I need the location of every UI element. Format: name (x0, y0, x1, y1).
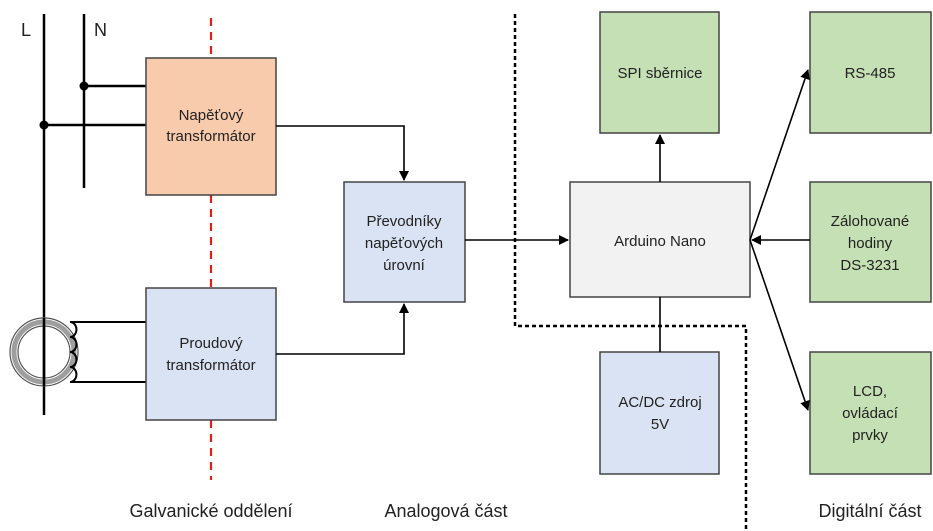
lcd-controls-line2: ovládací (842, 405, 899, 422)
line-label-l: L (21, 20, 31, 40)
mains-lines (42, 14, 146, 415)
block-arduino-nano: Arduino Nano (569, 181, 751, 298)
analog-digital-boundary (513, 14, 748, 531)
label-galvanic-isolation: Galvanické oddělení (129, 501, 292, 521)
block-backup-clock: Zálohované hodiny DS-3231 (809, 181, 932, 303)
junction-dot-n (79, 81, 89, 91)
arrow-arduino-to-lcd (749, 239, 810, 411)
ct-coil (69, 321, 146, 383)
arrow-current-to-converters (276, 303, 409, 355)
power-supply-line2: 5V (651, 416, 669, 433)
level-converters-line1: Převodníky (366, 213, 442, 230)
arduino-label: Arduino Nano (614, 233, 706, 250)
backup-clock-line3: DS-3231 (840, 257, 899, 274)
power-supply-line1: AC/DC zdroj (618, 394, 701, 411)
arrow-voltage-to-converters (276, 125, 409, 181)
backup-clock-line2: hodiny (848, 235, 893, 252)
backup-clock-line1: Zálohované (831, 213, 909, 230)
block-voltage-transformer: Napěťový transformátor (145, 57, 277, 196)
level-converters-line3: úrovní (383, 257, 426, 274)
block-current-transformer: Proudový transformátor (145, 287, 277, 421)
spi-bus-label: SPI sběrnice (617, 65, 702, 82)
current-transformer-line1: Proudový (179, 335, 243, 352)
label-digital-part: Digitální část (818, 501, 921, 521)
rs485-label: RS-485 (845, 65, 896, 82)
current-transformer-line2: transformátor (166, 357, 255, 374)
level-converters-line2: napěťových (365, 235, 443, 252)
lcd-controls-line1: LCD, (853, 383, 887, 400)
arrow-arduino-to-rs485 (749, 69, 810, 241)
block-power-supply: AC/DC zdroj 5V (599, 351, 720, 475)
junction-dot-l (39, 120, 49, 130)
block-spi-bus: SPI sběrnice (599, 11, 720, 134)
block-rs485: RS-485 (809, 11, 932, 134)
voltage-transformer-line1: Napěťový (179, 107, 244, 124)
block-level-converters: Převodníky napěťových úrovní (343, 181, 466, 303)
lcd-controls-line3: prvky (852, 427, 888, 444)
block-lcd-controls: LCD, ovládací prvky (809, 351, 932, 475)
label-analog-part: Analogová část (384, 501, 507, 521)
line-label-n: N (94, 20, 107, 40)
voltage-transformer-line2: transformátor (166, 128, 255, 145)
